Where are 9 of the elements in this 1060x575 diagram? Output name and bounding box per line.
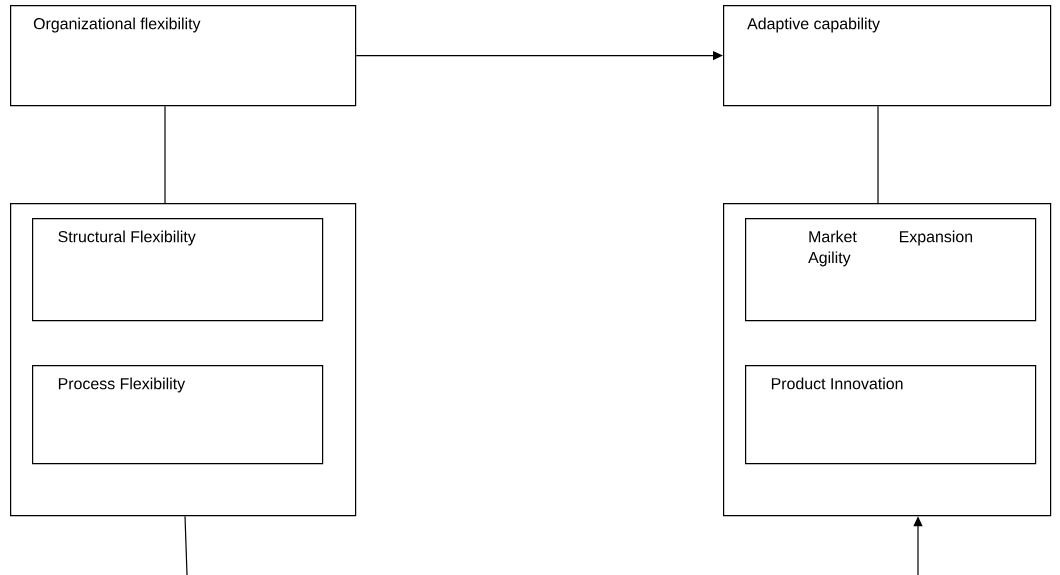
process-box: Market Expansion Agility: [745, 218, 1037, 322]
connector-line: [877, 105, 879, 204]
process-box: Structural Flexibility: [32, 218, 324, 322]
process-box: Organizational flexibility: [10, 5, 357, 107]
process-box: Process Flexibility: [32, 365, 324, 465]
process-box: Product Innovation: [745, 365, 1037, 465]
process-box: Adaptive capability: [723, 5, 1052, 107]
connector-line: [164, 105, 166, 204]
connector-line: [184, 515, 188, 575]
